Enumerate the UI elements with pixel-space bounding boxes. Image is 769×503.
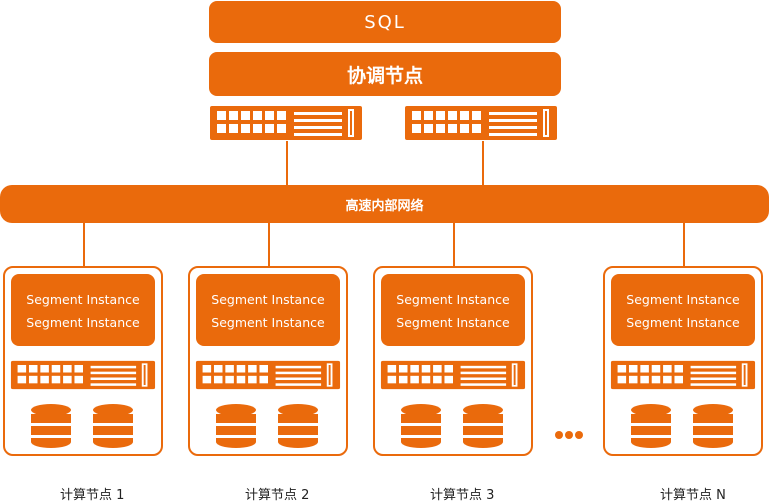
database-icon — [91, 404, 135, 450]
database-icon — [214, 404, 258, 450]
segment-box: Segment Instance Segment Instance — [11, 274, 155, 346]
segment-instance-label: Segment Instance — [26, 292, 140, 307]
switch-icon — [610, 360, 756, 390]
switch-icon — [10, 360, 156, 390]
coordinator-bar: 协调节点 — [209, 52, 561, 96]
coordinator-label: 协调节点 — [346, 64, 423, 87]
connector-line — [482, 141, 484, 185]
sql-bar: SQL — [209, 1, 561, 43]
database-icon — [629, 404, 673, 450]
segment-box: Segment Instance Segment Instance — [611, 274, 755, 346]
connector-line — [453, 223, 455, 267]
segment-instance-label: Segment Instance — [26, 315, 140, 330]
ellipsis-icon — [555, 431, 583, 439]
switch-icon — [380, 360, 526, 390]
compute-node: Segment Instance Segment Instance — [3, 266, 163, 456]
connector-line — [83, 223, 85, 267]
segment-instance-label: Segment Instance — [626, 292, 740, 307]
segment-instance-label: Segment Instance — [396, 315, 510, 330]
segment-instance-label: Segment Instance — [211, 292, 325, 307]
node-label: 计算节点 3 — [430, 488, 495, 503]
database-icon — [29, 404, 73, 450]
node-label: 计算节点 2 — [245, 488, 310, 503]
switch-icon — [195, 360, 341, 390]
connector-line — [286, 141, 288, 185]
database-icon — [276, 404, 320, 450]
switch-icon — [209, 105, 363, 141]
database-icon — [399, 404, 443, 450]
segment-instance-label: Segment Instance — [211, 315, 325, 330]
node-label: 计算节点 1 — [60, 488, 125, 503]
segment-instance-label: Segment Instance — [396, 292, 510, 307]
connector-line — [683, 223, 685, 267]
network-label: 高速内部网络 — [345, 198, 424, 214]
segment-box: Segment Instance Segment Instance — [196, 274, 340, 346]
segment-box: Segment Instance Segment Instance — [381, 274, 525, 346]
network-bar: 高速内部网络 — [0, 185, 769, 223]
switch-icon — [404, 105, 558, 141]
compute-node: Segment Instance Segment Instance — [603, 266, 763, 456]
compute-node: Segment Instance Segment Instance — [373, 266, 533, 456]
database-icon — [691, 404, 735, 450]
connector-line — [268, 223, 270, 267]
compute-node: Segment Instance Segment Instance — [188, 266, 348, 456]
node-label: 计算节点 N — [660, 488, 726, 503]
segment-instance-label: Segment Instance — [626, 315, 740, 330]
database-icon — [461, 404, 505, 450]
sql-label: SQL — [364, 11, 406, 33]
